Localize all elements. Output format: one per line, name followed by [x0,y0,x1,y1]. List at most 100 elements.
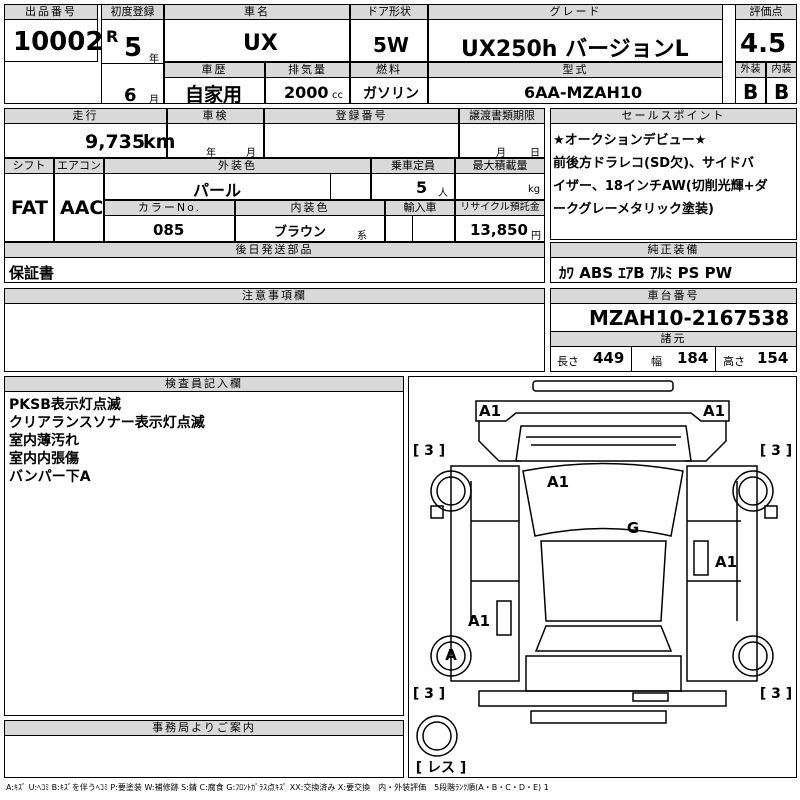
recycle-value: 13,850 [470,221,528,239]
color-cell: 外装色 パール [104,158,371,200]
history-value: 自家用 [185,84,243,106]
later-parts-value: 保証書 [9,264,55,282]
interior-cell: 内装 B [766,62,797,104]
recycle-label: リサイクル預託金 [456,201,544,216]
grade-label: グレード [429,5,722,20]
width-value: 184 [677,349,709,367]
inspection-label: 車検 [168,109,263,124]
import-cell: 輸入車 [385,200,455,242]
capacity-label: 乗車定員 [372,159,454,174]
registration-label: 初度登録 [102,5,163,20]
transfer-label: 譲渡書類期限 [460,109,544,124]
later-parts-label: 後日発送部品 [5,243,544,258]
sales-points-box: セールスポイント ★オークションデビュー★ 前後方ドラレコ(SD欠)、サイドバ … [550,108,797,240]
history-cell: 車歴 自家用 [164,62,265,106]
legend-footer: A:ｷｽﾞ U:ﾍｺﾐ B:ｷｽﾞを伴うﾍｺﾐ P:要塗装 W:補修跡 S:錆 … [6,783,549,792]
inspector-line-1: PKSB表示灯点滅 [9,397,121,413]
office-box: 事務局よりご案内 [4,720,404,778]
registration-year: 5 [124,33,143,63]
inspector-line-4: 室内内張傷 [9,451,79,467]
payload-unit: kg [528,184,541,195]
colorno-value: 085 [153,221,185,239]
car-name-cell: 車名 UX [164,4,350,62]
damage-mark-6: A [445,646,457,664]
intcolor-cell: 内装色 ブラウン 系 [235,200,385,242]
damage-mark-2: A1 [547,473,569,491]
score-cell: 評価点 4.5 [735,4,797,62]
chassis-value: MZAH10-2167538 [589,306,790,330]
registration-month: 6 [124,85,137,106]
fuel-cell: 燃料 ガソリン [350,62,428,104]
inspection-cell: 車検 年 月 [167,108,264,159]
inspector-label: 検査員記入欄 [5,377,403,392]
capacity-unit: 人 [438,188,448,199]
inspection-year: 年 [206,148,216,159]
colorno-label: カラーNo. [105,201,234,216]
regno-cell: 登録番号 [264,108,459,158]
length-value: 449 [593,349,625,367]
registration-era: R [106,27,119,46]
capacity-cell: 乗車定員 5 人 [371,158,455,200]
equipment-label: 純正装備 [551,243,796,258]
tire-depth-label-0: [ 3 ] [413,443,445,459]
model-label: 型式 [429,63,722,78]
grade-cell: グレード UX250h バージョンL [428,4,723,62]
sales-line-3: イザー、18インチAW(切削光輝+ダ [553,179,768,194]
shift-value: FAT [11,197,48,219]
inspector-line-3: 室内薄汚れ [9,433,79,449]
intcolor-unit: 系 [357,231,367,242]
sales-line-2: 前後方ドラレコ(SD欠)、サイドバ [553,156,755,171]
equipment-box: 純正装備 ｶﾜ ABS ｴｱB ｱﾙﾐ PS PW [550,242,797,283]
damage-mark-4: A1 [715,553,737,571]
tire-depth-label-4: [ レス ] [416,760,467,776]
history-label: 車歴 [165,63,264,78]
ac-value: AAC [60,197,104,219]
tire-depth-label-1: [ 3 ] [760,443,792,459]
lot-cell: 出品番号 10002 [4,4,103,62]
damage-mark-5: A1 [468,612,490,630]
score-value: 4.5 [740,29,787,59]
notes-box: 注意事項欄 [4,288,545,372]
damage-mark-3: G [627,519,639,537]
fuel-value: ガソリン [363,86,419,102]
mileage-value: 9,735 [85,131,146,153]
door-label: ドア形状 [351,5,427,20]
car-name-value: UX [243,31,278,56]
recycle-unit: 円 [531,231,541,242]
payload-cell: 最大積載量 kg [455,158,545,200]
import-label: 輸入車 [386,201,454,216]
chassis-box: 車台番号 MZAH10-2167538 諸元 長さ 449 幅 184 高さ 1… [550,288,797,372]
model-value: 6AA-MZAH10 [524,83,643,102]
sales-line-4: ークグレーメタリック塗装) [553,202,714,217]
width-label: 幅 [651,355,662,368]
recycle-cell: リサイクル預託金 13,850 円 [455,200,545,242]
mileage-cell: 走行 9,735 km [4,108,175,158]
colorno-cell: カラーNo. 085 [104,200,235,242]
intcolor-value: ブラウン [274,225,327,240]
regno-label: 登録番号 [265,109,458,124]
inspector-line-2: クリアランスソナー表示灯点滅 [9,415,205,431]
fuel-label: 燃料 [351,63,427,78]
exterior-value: B [743,80,759,104]
intcolor-label: 内装色 [236,201,384,216]
registration-cell: 初度登録 R 5 年 6 月 [101,4,164,106]
displacement-cell: 排気量 2000 cc [265,62,350,104]
header-block [4,4,797,104]
car-name-label: 車名 [165,5,349,20]
height-value: 154 [757,349,789,367]
length-label: 長さ [557,355,579,368]
grade-value: UX250h バージョンL [461,37,689,62]
sales-line-1: ★オークションデビュー★ [553,133,707,148]
sales-points-label: セールスポイント [551,109,796,124]
tire-depth-label-3: [ 3 ] [760,686,792,702]
interior-value: B [774,80,790,104]
transfer-day: 日 [530,148,540,159]
exterior-label: 外装 [736,63,765,78]
damage-mark-0: A1 [479,402,501,420]
door-cell: ドア形状 5W [350,4,428,62]
height-label: 高さ [723,355,745,368]
dims-label: 諸元 [551,332,796,347]
ac-label: エアコン [55,159,103,174]
